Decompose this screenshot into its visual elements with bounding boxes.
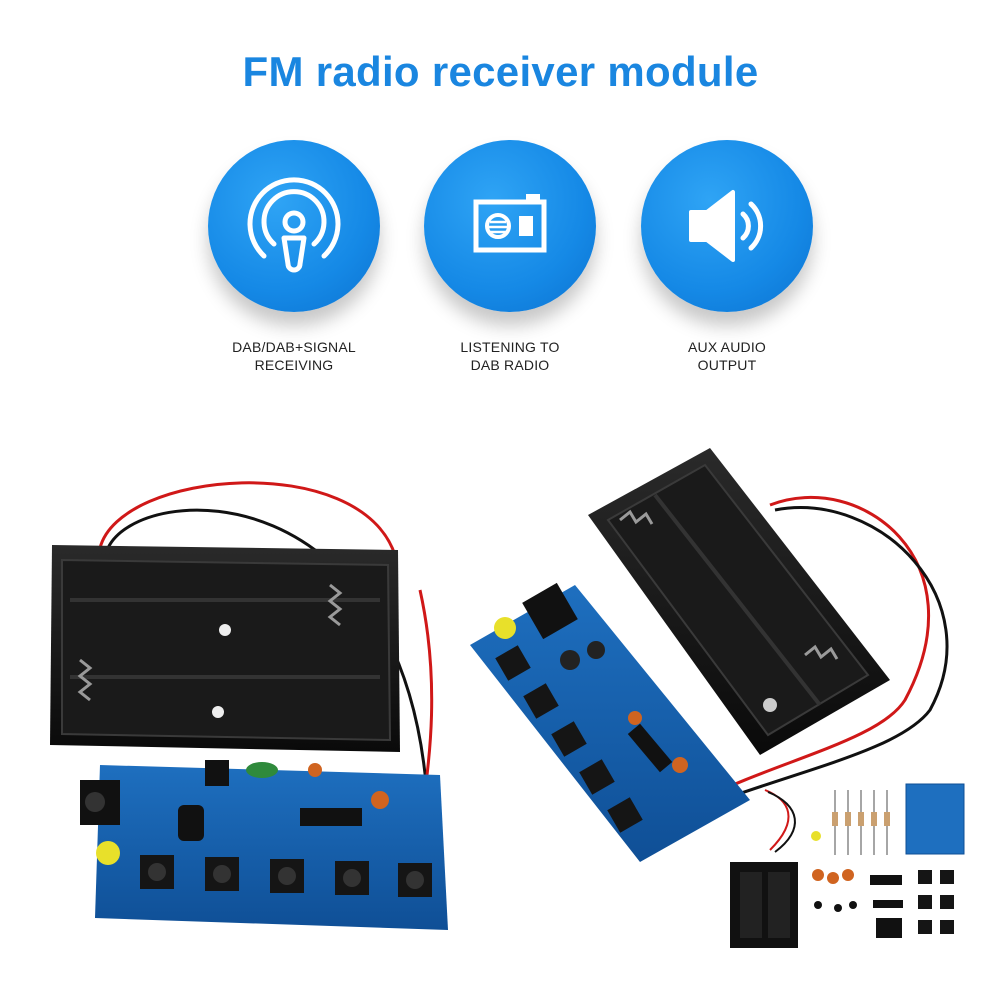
caption-line-1: DAB/DAB+SIGNAL — [232, 339, 356, 355]
pcb-board-left — [80, 760, 448, 930]
feature-caption: AUX AUDIO OUTPUT — [607, 338, 847, 374]
battery-holder-right — [588, 448, 949, 808]
product-photo — [50, 448, 965, 948]
caption-line-2: OUTPUT — [697, 357, 757, 373]
caption-line-2: DAB RADIO — [470, 357, 550, 373]
parts-kit — [730, 783, 965, 948]
caption-line-2: RECEIVING — [254, 357, 334, 373]
feature-circle — [641, 140, 813, 312]
caption-line-1: AUX AUDIO — [687, 339, 767, 355]
caption-line-1: LISTENING TO — [460, 339, 560, 355]
battery-holder-left — [50, 481, 434, 813]
feature-caption: LISTENING TO DAB RADIO — [390, 338, 630, 374]
feature-circle — [208, 140, 380, 312]
feature-caption: DAB/DAB+SIGNAL RECEIVING — [174, 338, 414, 374]
radio-icon — [473, 194, 547, 253]
page-title: FM radio receiver module — [242, 48, 759, 95]
podcast-signal-icon — [247, 177, 341, 273]
feature-circle — [424, 140, 596, 312]
pcb-board-right — [470, 582, 750, 862]
speaker-icon — [689, 190, 764, 262]
